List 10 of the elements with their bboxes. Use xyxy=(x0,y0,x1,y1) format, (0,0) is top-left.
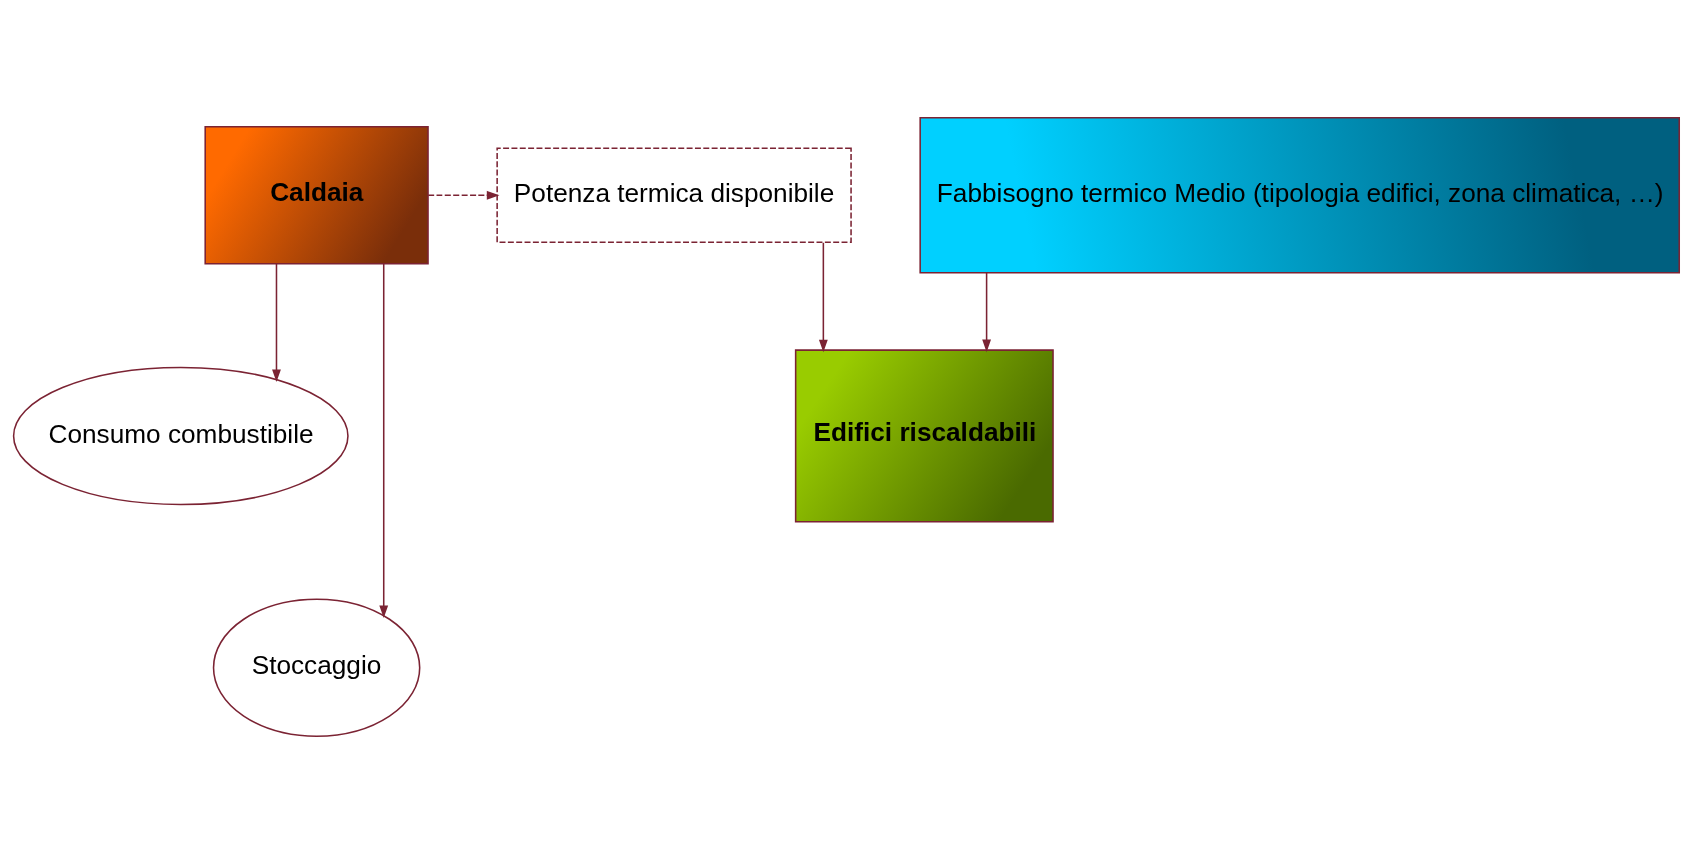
arrow xyxy=(378,263,388,619)
arrow xyxy=(271,263,281,383)
node-box: Edifici riscaldabili xyxy=(794,349,1054,523)
arrow xyxy=(818,242,828,353)
node-box: Caldaia xyxy=(203,125,429,265)
node-box: Fabbisogno termico Medio (tipologia edifici, zona climatica, …) xyxy=(918,117,1680,274)
node-box: Potenza termica disponibile xyxy=(495,147,852,244)
node-ellipse: Stoccaggio xyxy=(212,598,420,737)
arrow xyxy=(981,271,991,353)
arrow xyxy=(426,190,499,200)
